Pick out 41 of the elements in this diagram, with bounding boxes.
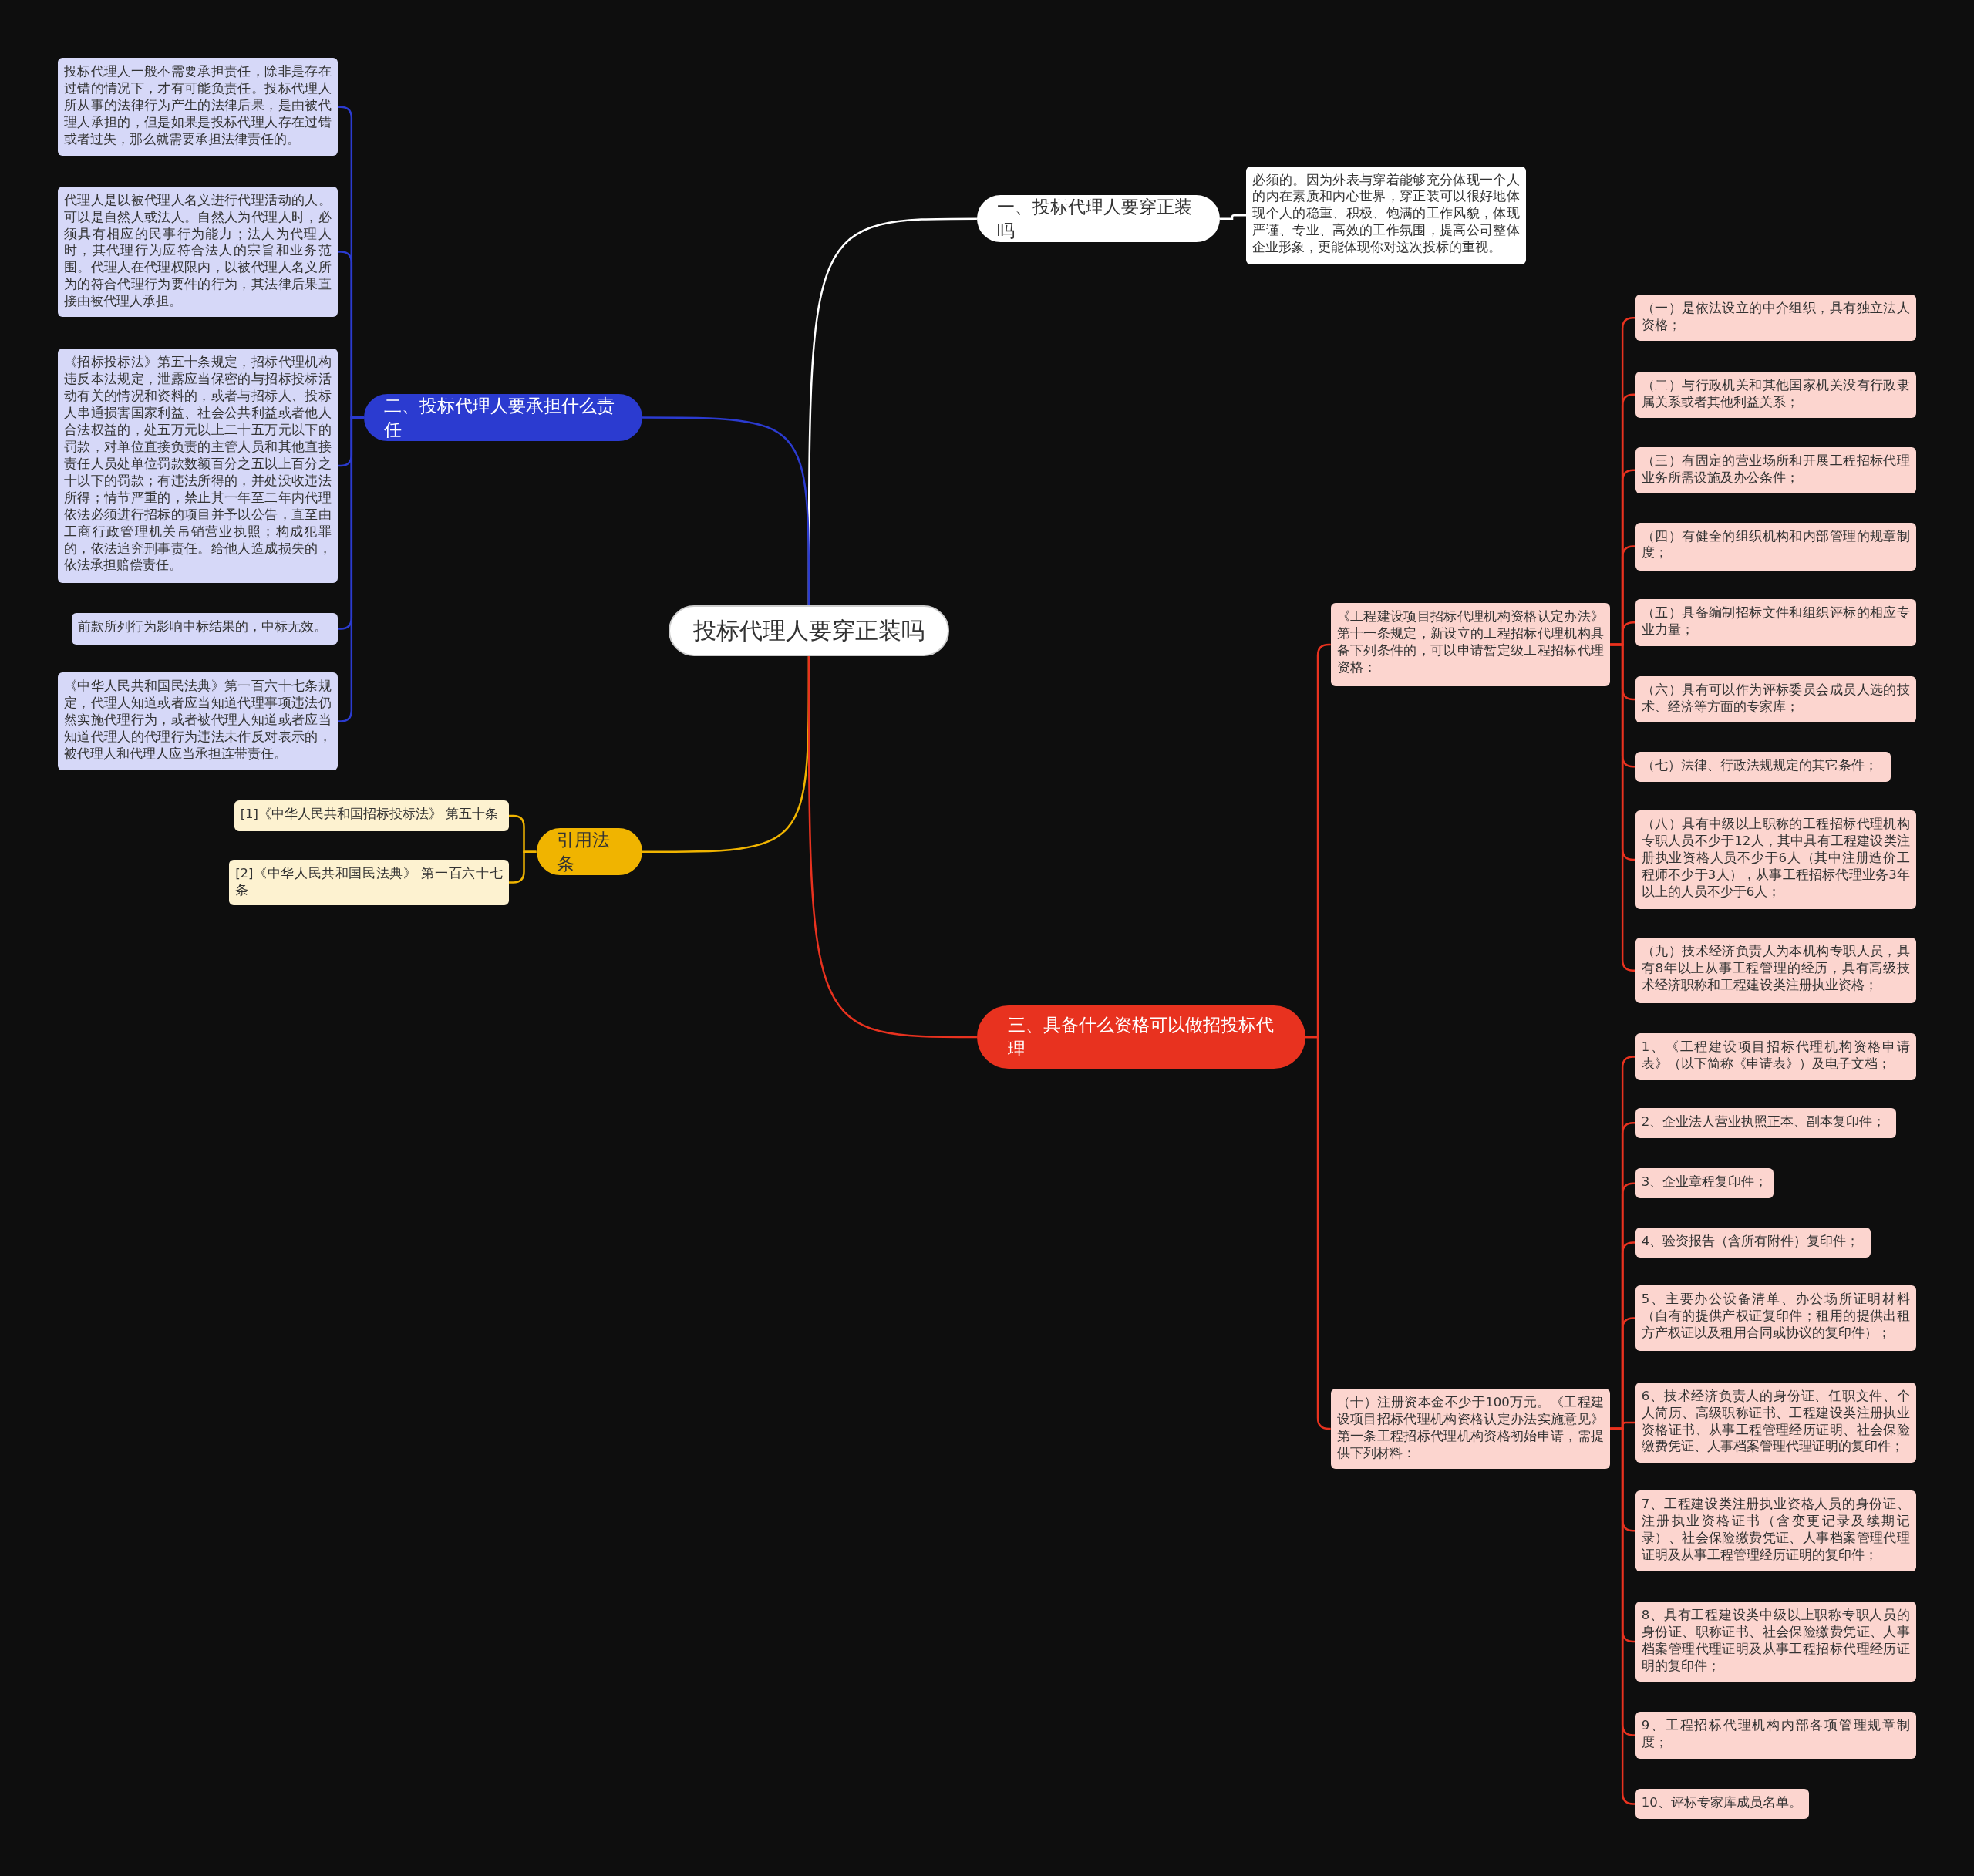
- note-box: 10、评标专家库成员名单。: [1635, 1789, 1810, 1820]
- note-box: 前款所列行为影响中标结果的，中标无效。: [72, 613, 338, 645]
- note-box: 2、企业法人营业执照正本、副本复印件；: [1635, 1107, 1896, 1138]
- note-box: 5、主要办公设备清单、办公场所证明材料（自有的提供产权证复印件；租用的提供出租方产权证以及租用合同或协议的复印件）；: [1635, 1285, 1916, 1351]
- connector: [337, 416, 364, 722]
- connector: [1305, 1036, 1331, 1430]
- note-box: 《招标投标法》第五十条规定，招标代理机构违反本法规定，泄露应当保密的与招标投标活动有关的情况和资料的，或者与招标人、投标人串通损害国家利益、社会公共利益或者他人合法权益的，处五万元以上二十五万元以下的罚款，对单位直接负责的主管人员和其他直接责任人员处单位罚款数额百分之五以上百分之十以下的罚款；有违法所得的，并处没收违法所得；情节严重的，禁止其一年至二年内代理依法必须进行招标的项目并予以公告，直至由工商行政管理机关吊销营业执照；构成犯罪的，依法追究刑事责任。给他人造成损失的，依法承担赔偿责任。: [58, 349, 338, 583]
- note-box: （九）技术经济负责人为本机构专职人员，具有8年以上从事工程管理的经历，具有高级技术经济职称和工程建设类注册执业资格；: [1635, 938, 1916, 1004]
- note-box: 《工程建设项目招标代理机构资格认定办法》第十一条规定，新设立的工程招标代理机构具备下列条件的，可以申请暂定级工程招标代理资格：: [1330, 603, 1611, 686]
- note-box: 1、《工程建设项目招标代理机构资格申请表》（以下简称《申请表》）及电子文档；: [1635, 1033, 1916, 1080]
- note-box: （四）有健全的组织机构和内部管理的规章制度；: [1635, 522, 1916, 571]
- note-box: （一）是依法设立的中介组织，具有独立法人资格；: [1635, 295, 1916, 342]
- note-box: 4、验资报告（含所有附件）复印件；: [1635, 1227, 1871, 1258]
- note-box: 投标代理人一般不需要承担责任，除非是存在过错的情况下，才有可能负责任。投标代理人所从事的法律行为产生的法律后果，是由被代理人承担的，但是如果是投标代理人存在过错或者过失，那么就需要承担法律责任的。: [58, 58, 338, 157]
- note-box: 6、技术经济负责人的身份证、任职文件、个人简历、高级职称证书、工程建设类注册执业资格证书、从事工程管理经历证明、社会保险缴费凭证、人事档案管理代理证明的复印件；: [1635, 1382, 1916, 1463]
- note-box: （三）有固定的营业场所和开展工程招标代理业务所需设施及办公条件；: [1635, 446, 1916, 493]
- branch-topic: 二、投标代理人要承担什么责任: [363, 394, 642, 442]
- connector: [807, 655, 977, 1039]
- note-box: [2]《中华人民共和国民法典》 第一百六十七条: [229, 860, 509, 905]
- note-box: （二）与行政机关和其他国家机关没有行政隶属关系或者其他利益关系；: [1635, 371, 1916, 419]
- connector: [1220, 214, 1247, 220]
- note-box: （五）具备编制招标文件和组织评标的相应专业力量；: [1635, 599, 1916, 646]
- note-box: （六）具有可以作为评标委员会成员人选的技术、经济等方面的专家库；: [1635, 675, 1916, 723]
- note-box: [1]《中华人民共和国招标投标法》 第五十条: [234, 800, 509, 831]
- branch-topic: 三、具备什么资格可以做招投标代理: [976, 1005, 1306, 1069]
- note-box: （七）法律、行政法规规定的其它条件；: [1635, 751, 1891, 782]
- note-box: 必须的。因为外表与穿着能够充分体现一个人的内在素质和内心世界，穿正装可以很好地体现个人的稳重、积极、饱满的工作风貌，体现严谨、专业、高效的工作氛围，提高公司整体企业形象，更能体现你对这次投标的重视。: [1246, 166, 1526, 264]
- note-box: （八）具有中级以上职称的工程招标代理机构专职人员不少于12人，其中具有工程建设类注册执业资格人员不少于6人（其中注册造价工程师不少于3人），从事工程招标代理业务3年以上的人员不少于6人；: [1635, 810, 1916, 909]
- connector: [642, 416, 810, 606]
- note-box: 3、企业章程复印件；: [1635, 1168, 1774, 1199]
- note-box: 8、具有工程建设类中级以上职称专职人员的身份证、职称证书、社会保险缴费凭证、人事档案管理代理证明及从事工程招标代理经历证明的复印件；: [1635, 1601, 1916, 1682]
- note-box: 7、工程建设类注册执业资格人员的身份证、注册执业资格证书（含变更记录及续期记录）、社会保险缴费凭证、人事档案管理代理证明及从事工程管理经历证明的复印件；: [1635, 1490, 1916, 1571]
- connector: [508, 850, 537, 884]
- central-topic: 投标代理人要穿正装吗: [668, 605, 949, 656]
- branch-topic: 引用法条: [536, 828, 642, 876]
- note-box: 9、工程招标代理机构内部各项管理规章制度；: [1635, 1712, 1916, 1759]
- branch-topic: 一、投标代理人要穿正装吗: [976, 195, 1221, 243]
- connector: [1610, 643, 1635, 972]
- note-box: 代理人是以被代理人名义进行代理活动的人。可以是自然人或法人。自然人为代理人时，必须具有相应的民事行为能力；法人为代理人时，其代理行为应符合法人的宗旨和业务范围。代理人在代理权限内，以被代理人名义所为的符合代理行为要件的行为，其法律后果直接由被代理人承担。: [58, 186, 338, 318]
- note-box: （十）注册资本金不少于100万元。《工程建设项目招标代理机构资格认定办法实施意见》第一条工程招标代理机构资格初始申请，需提供下列材料：: [1330, 1388, 1611, 1470]
- note-box: 《中华人民共和国民法典》第一百六十七条规定，代理人知道或者应当知道代理事项违法仍然实施代理行为，或者被代理人知道或者应当知道代理人的代理行为违法未作反对表示的，被代理人和代理人应当承担连带责任。: [58, 672, 338, 771]
